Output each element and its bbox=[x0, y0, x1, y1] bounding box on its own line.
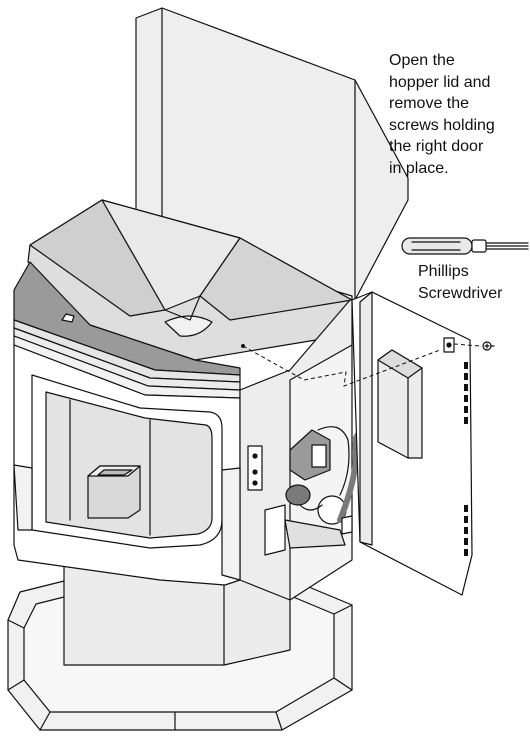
screw-icon bbox=[482, 341, 495, 351]
screwdriver-icon bbox=[401, 237, 529, 255]
stove-top bbox=[13, 261, 241, 399]
instruction-text: Open the hopper lid and remove the screw… bbox=[389, 52, 495, 177]
door-vents-upper bbox=[464, 362, 468, 424]
right-door bbox=[341, 291, 473, 596]
door-vents-lower bbox=[464, 505, 468, 556]
tool-label-line2: Screwdriver bbox=[418, 284, 503, 302]
tool-label-line1: Phillips bbox=[418, 263, 469, 280]
tool-label: Phillips Screwdriver bbox=[418, 261, 530, 304]
screw-callout bbox=[241, 337, 495, 387]
